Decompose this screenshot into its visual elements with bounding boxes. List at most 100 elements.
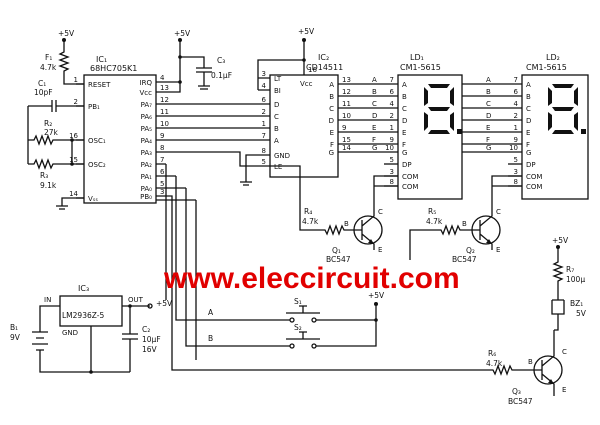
net-a-label: A (208, 308, 214, 317)
s2-ref: S₂ (294, 323, 302, 332)
q1-part: BC547 (326, 255, 351, 264)
r6-ref: R₆ (488, 349, 496, 358)
segment-net-label: B (372, 88, 377, 96)
ld-pin-label: DP (526, 161, 536, 169)
supply-label: +5V (174, 29, 191, 38)
ld-pin-number: 4 (514, 100, 519, 108)
f1-resistor: F₁ 4.7k (40, 38, 84, 85)
segment-net-label: C (372, 100, 377, 108)
ld-pin-label: B (402, 93, 407, 101)
q3-part: BC547 (508, 397, 533, 406)
ic2-pin-number: 4 (262, 82, 267, 90)
ic1-pin-label: OSC₁ (88, 137, 106, 145)
s1-ref: S₁ (294, 297, 302, 306)
ic2-pin-label: C (329, 105, 334, 113)
ic1-pin-label: Vₛₛ (88, 195, 98, 203)
r6-value: 4.7k (486, 359, 503, 368)
ld-pin-number: 2 (390, 112, 394, 120)
ic2-pin-number: 12 (342, 88, 351, 96)
q3-e-pin: E (562, 386, 566, 394)
ic1-pin-label: PA₅ (141, 125, 153, 133)
ic2-pin-label: C (274, 113, 279, 121)
ld-pin-number: 2 (514, 112, 518, 120)
ld-pin-number: 4 (390, 100, 395, 108)
ic1-pin-number: 5 (160, 180, 164, 188)
ic1-pin-label: PB₁ (88, 103, 100, 111)
ld-pin-number: 3 (390, 168, 394, 176)
ld-pin-label: D (402, 117, 407, 125)
bz1-ref: BZ₁ (570, 299, 583, 308)
ic1-pin-number: 4 (160, 74, 165, 82)
ld-pin-number: 6 (514, 88, 519, 96)
ic1-pin-number: 7 (160, 156, 164, 164)
ld2-part: CM1-5615 (526, 63, 567, 72)
r4-value: 4.7k (302, 217, 319, 226)
ic1-pin-label: IRQ (140, 79, 153, 87)
ic3-in: IN (44, 296, 51, 304)
ic2-pin-number: 13 (342, 76, 351, 84)
ic2-pin-label: F (330, 141, 334, 149)
ld-pin-number: 1 (390, 124, 394, 132)
supply-label: +5V (368, 291, 385, 300)
c3-ref: C₃ (217, 56, 225, 65)
ic2-pin-number: 11 (342, 100, 351, 108)
r4-ref: R₄ (304, 207, 312, 216)
q3-b-pin: B (528, 358, 533, 366)
supply-label: +5V (156, 299, 173, 308)
lt-bi-pullup (257, 59, 304, 91)
r2-ref: R₂ (44, 119, 52, 128)
segment-net-label: B (486, 88, 491, 96)
watermark-text: www.eleccircuit.com (163, 262, 460, 295)
supply-label: +5V (552, 236, 569, 245)
ld-pin-label: DP (402, 161, 412, 169)
seven-segment-icon (548, 84, 586, 134)
ic1-part: 68HC705K1 (90, 64, 137, 73)
ic1-pin-number: 8 (160, 144, 164, 152)
q2-b-pin: B (462, 220, 467, 228)
seven-segment-icon (424, 84, 462, 134)
q1-b-pin: B (344, 220, 349, 228)
q1-c-pin: C (378, 208, 383, 216)
ld-pin-number: 1 (514, 124, 518, 132)
ld-pin-number: 5 (514, 156, 518, 164)
r2-value: 27k (44, 128, 59, 137)
ld-pin-label: A (526, 81, 531, 89)
oscillator-network: C₁ 10pF R₂ 27k R₃ 9.1k (27, 79, 84, 190)
ic1-pin-number: 12 (160, 96, 169, 104)
ic1-pin-number: 6 (160, 168, 165, 176)
ic1-pin-number: 10 (160, 120, 169, 128)
ic2-pin-label: E (330, 129, 334, 137)
c2-value: 10µF (142, 335, 161, 344)
ic2-pin-number: 16 (308, 66, 317, 74)
ic1-pin-label: PA₃ (141, 149, 153, 157)
ic2-pin-label: D (329, 117, 334, 125)
ic1-pin-number: 15 (69, 156, 78, 164)
b1-value: 9V (10, 333, 21, 342)
ic2-pin-number: 8 (262, 147, 266, 155)
ld2-ref: LD₂ (546, 53, 560, 62)
q2-transistor: B C E R₅ 4.7k Q₂ BC547 (409, 198, 501, 264)
ic2-pin-label: D (274, 101, 279, 109)
ld-pin-label: E (402, 129, 406, 137)
ic1-pin-label: Vᴄᴄ (140, 89, 153, 97)
supply-label: +5V (58, 29, 75, 38)
ic1-pin-number: 11 (160, 108, 169, 116)
net-b-label: B (208, 334, 213, 343)
q1-ref: Q₁ (332, 246, 341, 255)
s1-switch: S₁ A (156, 175, 377, 323)
ld-pin-number: 8 (514, 178, 518, 186)
ic2-pin-label: G (329, 149, 334, 157)
ic3-regulator: IC₃ LM2936Z-5 IN OUT GND B₁ 9V C₂ 10µF 1… (10, 284, 161, 374)
ic2-pin-number: 9 (342, 124, 346, 132)
ld-pin-number: 7 (390, 76, 394, 84)
ic1-pin-label: PA₀ (141, 185, 153, 193)
segment-net-label: A (372, 76, 377, 84)
q3-c-pin: C (562, 348, 567, 356)
ic2-pin-number: 2 (262, 108, 266, 116)
ic2-pin-label: B (274, 125, 279, 133)
r5-ref: R₅ (428, 207, 436, 216)
ic3-out: OUT (128, 296, 144, 304)
ld-pin-label: A (402, 81, 407, 89)
